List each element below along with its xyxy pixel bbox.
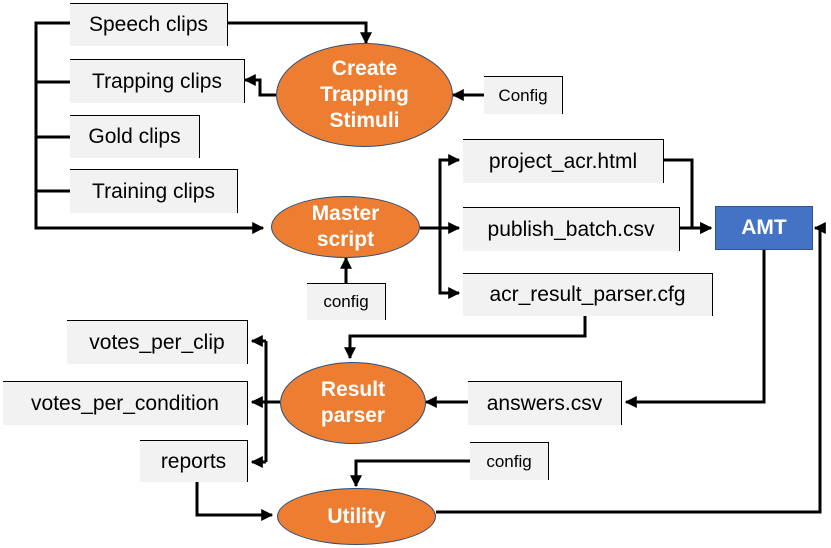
- utility-process: Utility: [277, 488, 436, 545]
- master-to-parser-cfg-arrow: [438, 228, 461, 299]
- speech-to-trapping-arrow: [228, 21, 372, 45]
- trapping-config-box: Config: [484, 76, 563, 114]
- trapping-clips-box: Trapping clips: [70, 59, 245, 103]
- master-output-bracket: [420, 154, 461, 230]
- create-trapping-stimuli-process: Create Trapping Stimuli: [276, 43, 453, 147]
- master-label-line2: script: [316, 228, 375, 251]
- reports-box: reports: [140, 440, 248, 482]
- votes-per-clip-box: votes_per_clip: [67, 320, 248, 364]
- master-config-box: config: [307, 283, 386, 320]
- clips-bracket-line: [34, 21, 265, 234]
- utility-config-box: config: [470, 442, 549, 480]
- gold-clips-box: Gold clips: [70, 115, 200, 158]
- utility-to-amt-arrow: [436, 222, 826, 514]
- create-trapping-label-line1: Create: [331, 57, 398, 80]
- create-trapping-label-line3: Stimuli: [329, 109, 400, 132]
- training-clips-box: Training clips: [70, 169, 238, 213]
- result-parser-process: Result parser: [280, 362, 426, 444]
- project-acr-html-box: project_acr.html: [463, 139, 664, 183]
- master-script-process: Master script: [271, 196, 420, 258]
- config-to-utility-arrow: [350, 459, 470, 488]
- votes-per-condition-box: votes_per_condition: [3, 381, 248, 425]
- answers-csv-box: answers.csv: [468, 381, 622, 425]
- reports-to-utility-arrow: [195, 482, 274, 521]
- acr-result-parser-cfg-box: acr_result_parser.cfg: [463, 273, 713, 316]
- amt-service-box: AMT: [715, 206, 813, 250]
- create-trapping-label-line2: Trapping: [320, 83, 409, 106]
- publish-batch-csv-box: publish_batch.csv: [463, 207, 680, 251]
- parser-cfg-to-result-arrow: [344, 316, 587, 360]
- speech-clips-box: Speech clips: [70, 3, 228, 46]
- master-label-line1: Master: [311, 202, 380, 225]
- trapping-to-clips-arrow: [243, 74, 276, 97]
- amt-to-answers-arrow: [624, 250, 766, 408]
- result-label-line1: Result: [320, 378, 386, 401]
- result-label-line2: parser: [320, 404, 386, 427]
